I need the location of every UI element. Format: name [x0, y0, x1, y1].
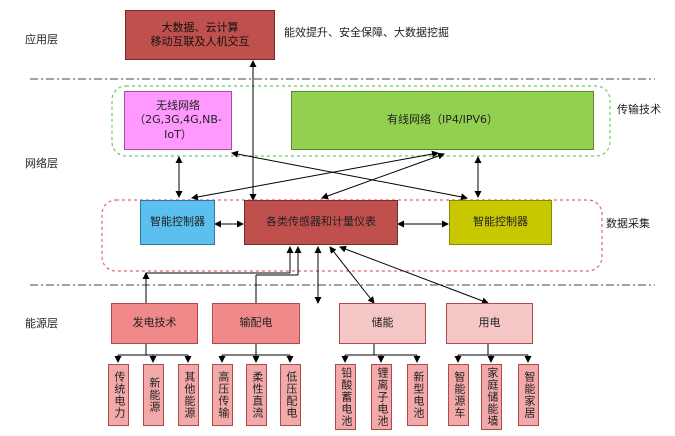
- leaf-smart-home: 智能家居: [518, 364, 539, 426]
- leaf-low-voltage: 低压配电: [280, 364, 301, 426]
- leaf-lead-acid: 铅酸蓄电池: [335, 364, 356, 430]
- consumption-node: 用电: [446, 303, 533, 344]
- generation-node: 发电技术: [111, 303, 198, 344]
- arrow-ctrl-right-wireless: [231, 150, 468, 201]
- arrow-consumption-sensors: [339, 245, 489, 305]
- leaf-new-energy: 新能源: [143, 364, 164, 426]
- wireless-network-node: 无线网络 （2G,3G,4G,NB-IoT）: [124, 91, 232, 150]
- layer-label-application: 应用层: [25, 33, 58, 46]
- smart-controller-left: 智能控制器: [140, 200, 215, 245]
- layer-label-network: 网络层: [25, 157, 58, 170]
- smart-controller-right: 智能控制器: [449, 200, 552, 245]
- wired-network-node: 有线网络（IP4/IPV6）: [291, 91, 594, 150]
- leaf-traditional-power: 传统电力: [108, 364, 129, 426]
- app-goal-label: 能效提升、安全保障、大数据挖掘: [284, 26, 449, 39]
- leaf-flexible-dc: 柔性直流: [246, 364, 267, 426]
- leaf-other-energy: 其他能源: [178, 364, 199, 426]
- distribution-node: 输配电: [212, 303, 300, 344]
- arrow-sensors-wired: [321, 152, 445, 200]
- storage-node: 储能: [339, 303, 426, 344]
- bigdata-node: 大数据、云计算 移动互联及人机交互: [125, 10, 275, 60]
- leaf-new-battery: 新型电池: [407, 364, 428, 426]
- arrow-ctrl-left-wired: [191, 150, 439, 201]
- leaf-high-voltage: 高压传输: [212, 364, 233, 426]
- leaf-smart-vehicle: 智能源车: [448, 364, 469, 426]
- transmission-frame: [111, 85, 611, 157]
- leaf-lithium-ion: 锂离子电池: [371, 364, 392, 430]
- arrow-storage-sensors-b: [329, 246, 375, 304]
- transmission-label: 传输技术: [617, 103, 661, 116]
- sensors-meters-node: 各类传感器和计量仪表: [244, 200, 398, 245]
- layer-label-energy: 能源层: [25, 317, 58, 330]
- leaf-home-storage: 家庭储能墙: [481, 364, 502, 430]
- data-collection-label: 数据采集: [606, 217, 650, 230]
